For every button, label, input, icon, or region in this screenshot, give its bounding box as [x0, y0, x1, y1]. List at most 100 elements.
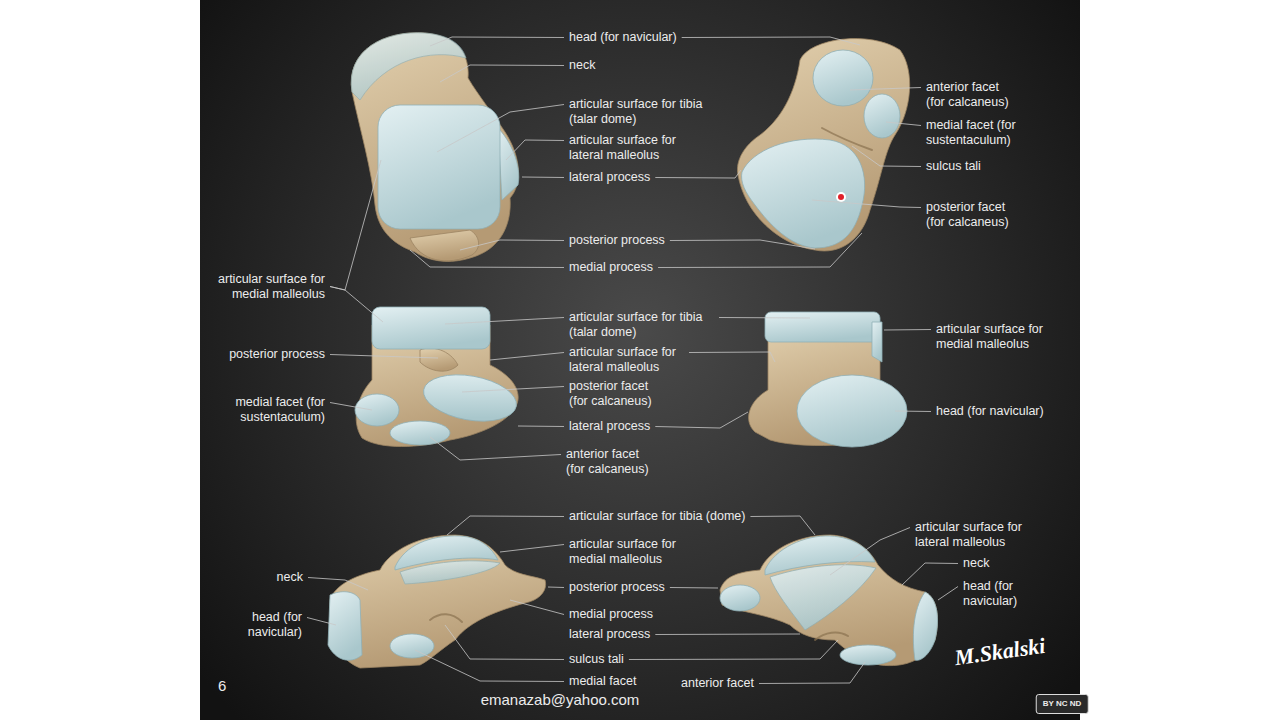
part-label: posterior facet (for calcaneus) [926, 200, 1016, 230]
slide-number: 6 [218, 677, 226, 695]
leader-line [886, 122, 921, 126]
leader-line [682, 37, 860, 45]
part-label: medial facet (for sustentaculum) [926, 118, 1041, 148]
part-label: anterior facet [681, 676, 754, 691]
bone-shape [913, 592, 937, 660]
leader-line [440, 65, 564, 82]
bone-shape [840, 645, 896, 665]
bone-shape [378, 105, 500, 229]
license-badge: BY NC ND [1036, 694, 1089, 714]
leader-line [830, 528, 910, 576]
bone-shape [420, 348, 458, 371]
leader-line [719, 317, 810, 319]
leader-line [658, 233, 862, 268]
leader-line [490, 353, 564, 361]
talus-medial-view [328, 535, 546, 668]
leader-line [330, 355, 438, 359]
leader-line [522, 177, 564, 179]
pointer-dot [836, 192, 846, 202]
part-label: articular surface for medial malleolus [210, 272, 325, 302]
leader-line [895, 411, 931, 413]
leader-line [437, 105, 564, 153]
talus-anterior-view [749, 312, 907, 447]
talus-lateral-view [720, 535, 938, 666]
part-label: posterior process [569, 233, 665, 248]
leader-line [850, 88, 921, 91]
part-label: articular surface for lateral malleolus [569, 345, 684, 375]
leader-line [655, 634, 800, 636]
part-label: sulcus tali [926, 159, 981, 174]
leader-line [670, 240, 815, 249]
bone-shape [720, 535, 938, 666]
bone-shape [498, 128, 519, 200]
part-label: sulcus tali [569, 652, 624, 667]
part-label: articular surface for lateral malleolus [569, 133, 684, 163]
leader-line [500, 545, 564, 553]
leader-line [445, 318, 564, 325]
part-label: articular surface for lateral malleolus [915, 520, 1030, 550]
pointer-dot [838, 194, 844, 200]
leader-line [430, 437, 561, 460]
leader-line [750, 516, 815, 535]
leader-line [330, 403, 372, 411]
leader-line [812, 200, 921, 208]
bone-shape [400, 561, 500, 584]
part-label: medial process [569, 607, 653, 622]
part-label: lateral process [569, 170, 650, 185]
part-label: medial facet (for sustentaculum) [210, 395, 325, 425]
talus-inferior-view [737, 39, 909, 251]
leader-line [430, 37, 564, 46]
leader-line [938, 587, 958, 601]
talus-posterior-view [355, 307, 520, 447]
bone-shape [390, 421, 450, 445]
bone-shape [737, 39, 909, 251]
leader-line [330, 160, 381, 290]
part-label: head (for navicular) [963, 579, 1053, 609]
leader-line [445, 625, 564, 660]
bone-shape [765, 312, 880, 342]
leader-line [506, 140, 564, 160]
bone-shape [330, 535, 546, 668]
bone-shape [720, 585, 760, 611]
leader-line [307, 618, 336, 626]
part-label: neck [963, 556, 989, 571]
leader-line [518, 426, 564, 428]
bone-shape [430, 614, 462, 622]
bone-shape [351, 33, 466, 100]
part-label: posterior process [569, 580, 665, 595]
part-label: medial facet [569, 674, 636, 689]
leader-line [462, 387, 564, 393]
part-label: head (for navicular) [569, 30, 677, 45]
part-label: posterior facet (for calcaneus) [569, 379, 659, 409]
bone-shape [420, 368, 520, 428]
part-label: lateral process [569, 627, 650, 642]
part-label: neck [569, 58, 595, 73]
leader-line [548, 587, 564, 589]
bone-shape [872, 322, 882, 362]
bone-shape [742, 139, 865, 248]
bone-shape [797, 375, 907, 447]
part-label: anterior facet (for calcaneus) [566, 447, 656, 477]
part-label: head (for navicular) [936, 404, 1044, 419]
part-label: articular surface for tibia (talar dome) [569, 310, 714, 340]
leader-line [410, 250, 564, 268]
part-label: articular surface for medial malleolus [569, 537, 684, 567]
bone-shape [328, 592, 362, 660]
bone-shape [770, 565, 876, 630]
leader-line [330, 287, 383, 323]
part-label: articular surface for tibia (dome) [569, 509, 745, 524]
part-label: anterior facet (for calcaneus) [926, 80, 1016, 110]
leader-line [689, 352, 775, 362]
leader-line [510, 600, 564, 615]
leader-line [460, 240, 564, 250]
leader-line [884, 329, 931, 331]
bone-shape [390, 634, 434, 658]
leader-line [655, 170, 741, 178]
part-label: head (for navicular) [212, 610, 302, 640]
part-label: neck [277, 570, 303, 585]
bone-shape [410, 230, 479, 261]
bone-shape [351, 33, 518, 262]
leader-line [415, 650, 564, 682]
leader-line [759, 662, 865, 684]
